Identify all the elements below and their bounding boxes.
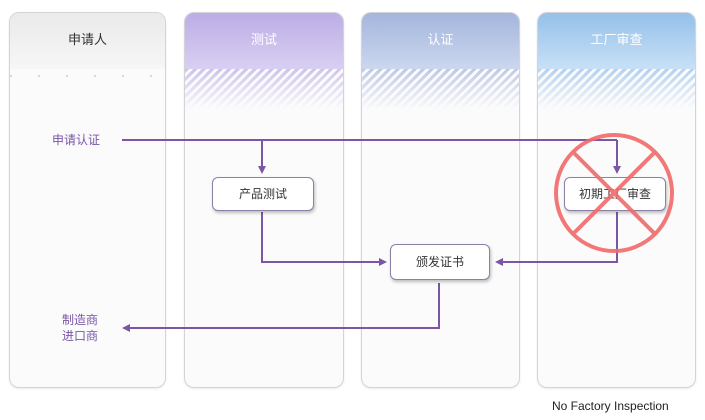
box-product-test: 产品测试 xyxy=(212,177,314,211)
box-issue-cert: 颁发证书 xyxy=(390,244,490,280)
cross-circle xyxy=(554,133,674,253)
lane-stripes xyxy=(538,69,695,109)
lane-stripes xyxy=(185,69,343,109)
arrow-test-to-cert xyxy=(261,212,387,266)
lane-testing: 测试 xyxy=(184,12,344,388)
caption-no-factory-inspection: No Factory Inspection xyxy=(552,399,669,413)
lane-applicant: 申请人 xyxy=(9,12,166,388)
label-importer: 进口商 xyxy=(61,329,98,343)
lane-title-factory-audit: 工厂审查 xyxy=(538,13,695,69)
lane-title-applicant: 申请人 xyxy=(10,13,165,69)
arrow-cert-to-applicant xyxy=(122,283,440,332)
lane-title-testing: 测试 xyxy=(185,13,343,69)
arrow-audit-to-cert xyxy=(495,212,618,266)
label-manufacturer: 制造商 xyxy=(61,313,98,327)
label-apply: 申请认证 xyxy=(51,133,100,147)
lane-stripes xyxy=(362,69,519,109)
lane-divider xyxy=(10,75,165,77)
cross-line-2 xyxy=(571,150,657,236)
lane-title-certification: 认证 xyxy=(362,13,519,69)
lane-certification: 认证 xyxy=(361,12,520,388)
